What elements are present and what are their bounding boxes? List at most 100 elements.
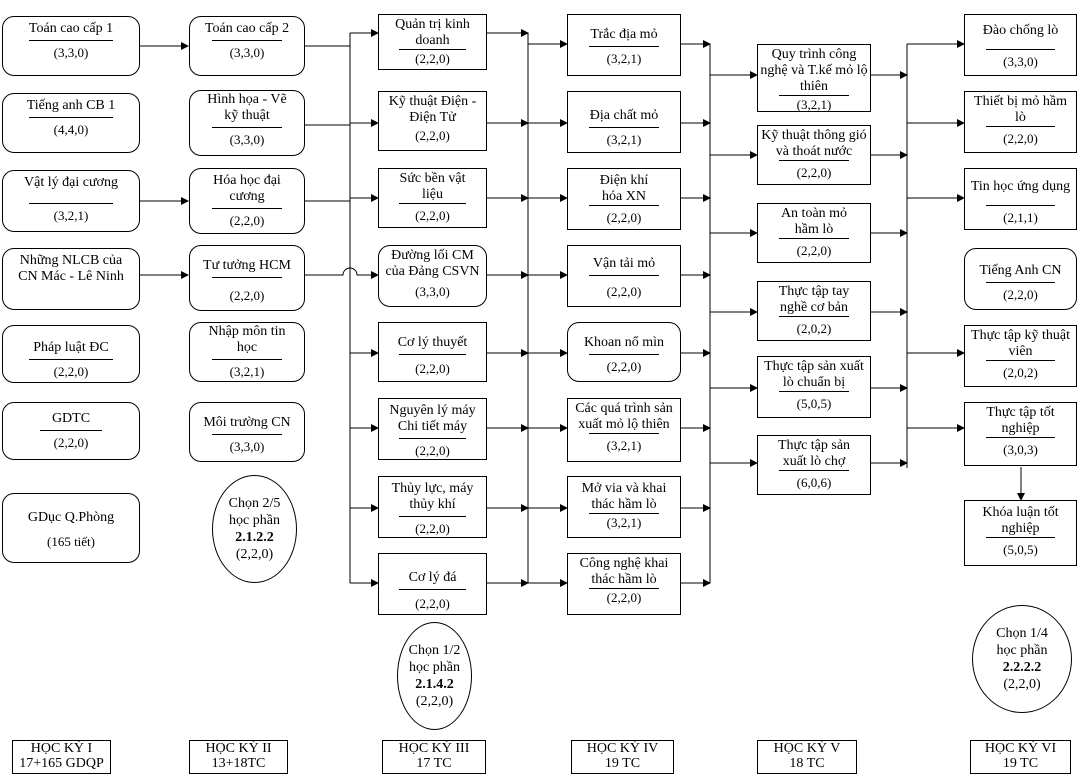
course-credits: (2,2,0) bbox=[606, 359, 642, 374]
elective-code: 2.1.2.2 bbox=[235, 530, 274, 545]
semester-title: HỌC KỲ V bbox=[773, 741, 841, 756]
course-credits: (2,2,0) bbox=[415, 208, 450, 223]
elective-line1: Chọn 1/4 bbox=[996, 626, 1048, 641]
course-cong-nghe-khai-thac-ham-lo: Công nghệ khai thác hầm lò (2,2,0) bbox=[567, 553, 681, 615]
course-hoa-hoc-dai-cuong: Hóa học đại cương (2,2,0) bbox=[189, 168, 305, 234]
course-tu-tuong-hcm: Tư tưởng HCM (2,2,0) bbox=[189, 245, 305, 311]
course-credits: (4,4,0) bbox=[53, 122, 89, 137]
course-thuc-tap-lo-cho: Thực tập sản xuất lò chợ (6,0,6) bbox=[757, 435, 871, 495]
course-credits: (2,2,0) bbox=[606, 284, 642, 299]
course-name: Thực tập kỹ thuật viên bbox=[971, 328, 1070, 359]
elective-group-2-1-2-2: Chọn 2/5 học phần 2.1.2.2 (2,2,0) bbox=[212, 475, 297, 583]
course-qua-trinh-san-xuat-lo-thien: Các quá trình sản xuất mỏ lộ thiên (3,2,… bbox=[567, 398, 681, 462]
course-name: Vận tải mỏ bbox=[592, 256, 656, 271]
semester-label-2: HỌC KỲ II 13+18TC bbox=[189, 740, 288, 774]
semester-title: HỌC KỲ IV bbox=[586, 741, 659, 756]
course-phap-luat-dc: Pháp luật ĐC (2,2,0) bbox=[2, 325, 140, 383]
course-name: Những NLCB của CN Mác - Lê Ninh bbox=[18, 253, 124, 284]
course-name: Trắc địa mỏ bbox=[590, 27, 658, 42]
course-dien-khi-hoa-xn: Điện khí hóa XN (2,2,0) bbox=[567, 168, 681, 230]
course-name: Các quá trình sản xuất mỏ lộ thiên bbox=[575, 401, 673, 432]
course-credits: (3,3,0) bbox=[229, 132, 265, 147]
elective-line1: Chọn 2/5 bbox=[228, 496, 281, 511]
course-duong-loi-cm: Đường lối CM của Đảng CSVN (3,3,0) bbox=[378, 245, 487, 307]
elective-code: 2.2.2.2 bbox=[1002, 660, 1042, 675]
course-name: Điện khí hóa XN bbox=[599, 173, 649, 204]
course-thuc-tap-tot-nghiep: Thực tập tốt nghiệp (3,0,3) bbox=[964, 402, 1077, 466]
course-name: Khoan nổ mìn bbox=[583, 335, 665, 350]
course-toan-cao-cap-2: Toán cao cấp 2 (3,3,0) bbox=[189, 16, 305, 76]
course-credits: (3,3,0) bbox=[1003, 54, 1038, 69]
semester-label-5: HỌC KỲ V 18 TC bbox=[757, 740, 857, 774]
course-name: Thực tập sản xuất lò chợ bbox=[777, 438, 851, 469]
course-name: GDục Q.Phòng bbox=[27, 510, 115, 525]
course-name: Tiếng Anh CN bbox=[979, 263, 1062, 278]
course-credits: (3,2,1) bbox=[53, 208, 89, 223]
course-moi-truong-cn: Môi trường CN (3,3,0) bbox=[189, 402, 305, 462]
semester-credits: 18 TC bbox=[789, 756, 825, 771]
course-thuy-luc-may-thuy-khi: Thủy lực, máy thủy khí (2,2,0) bbox=[378, 476, 487, 538]
course-tieng-anh-cb-1: Tiếng anh CB 1 (4,4,0) bbox=[2, 93, 140, 153]
course-name: Mở via và khai thác hầm lò bbox=[581, 481, 667, 512]
course-name: Tin học ứng dụng bbox=[970, 179, 1071, 194]
course-name: Thủy lực, máy thủy khí bbox=[391, 481, 474, 512]
semester-label-3: HỌC KỲ III 17 TC bbox=[382, 740, 486, 774]
course-name: An toàn mỏ hầm lò bbox=[780, 206, 848, 237]
course-nhap-mon-tin-hoc: Nhập môn tin học (3,2,1) bbox=[189, 322, 305, 382]
course-nguyen-ly-may: Nguyên lý máy Chi tiết máy (2,2,0) bbox=[378, 398, 487, 460]
course-an-toan-mo-ham-lo: An toàn mỏ hầm lò (2,2,0) bbox=[757, 203, 871, 263]
course-name: Toán cao cấp 1 bbox=[28, 21, 114, 36]
course-trac-dia-mo: Trắc địa mỏ (3,2,1) bbox=[567, 14, 681, 76]
semester-credits: 19 TC bbox=[604, 756, 641, 771]
course-credits: (3,2,1) bbox=[606, 438, 642, 453]
course-credits: (3,2,1) bbox=[229, 364, 265, 379]
course-name: Quản trị kinh doanh bbox=[395, 17, 470, 48]
course-name: Công nghệ khai thác hầm lò bbox=[579, 556, 669, 587]
course-name: Thực tập tốt nghiệp bbox=[986, 405, 1055, 436]
course-khoan-no-min: Khoan nổ mìn (2,2,0) bbox=[567, 322, 681, 382]
course-co-ly-thuyet: Cơ lý thuyết (2,2,0) bbox=[378, 322, 487, 382]
course-name: Cơ lý đá bbox=[408, 570, 457, 585]
semester-label-1: HỌC KỲ I 17+165 GDQP bbox=[12, 740, 111, 774]
course-name: Đường lối CM của Đảng CSVN bbox=[385, 248, 480, 279]
semester-credits: 17+165 GDQP bbox=[19, 756, 104, 771]
course-credits: (3,3,0) bbox=[229, 45, 265, 60]
semester-label-6: HỌC KỲ VI 19 TC bbox=[970, 740, 1071, 774]
course-name: Địa chất mỏ bbox=[589, 108, 659, 123]
course-credits: (2,2,0) bbox=[229, 213, 265, 228]
course-credits: (5,0,5) bbox=[796, 396, 832, 411]
course-name: Thực tập tay nghề cơ bản bbox=[778, 284, 850, 315]
elective-group-2-2-2-2: Chọn 1/4 học phần 2.2.2.2 (2,2,0) bbox=[972, 605, 1072, 713]
course-quan-tri-kinh-doanh: Quản trị kinh doanh (2,2,0) bbox=[378, 14, 487, 70]
course-name: Tư tưởng HCM bbox=[203, 258, 291, 273]
course-credits: (2,2,0) bbox=[229, 288, 265, 303]
course-credits: (6,0,6) bbox=[796, 475, 832, 490]
course-credits: (2,2,0) bbox=[415, 51, 450, 66]
course-credits: (2,2,0) bbox=[1003, 287, 1038, 302]
course-nlcb-mac-le-ninh: Những NLCB của CN Mác - Lê Ninh bbox=[2, 248, 140, 310]
semester-title: HỌC KỲ I bbox=[30, 741, 93, 756]
course-gdtc: GDTC (2,2,0) bbox=[2, 402, 140, 460]
course-credits: (2,2,0) bbox=[53, 364, 89, 379]
elective-line2: học phần bbox=[996, 643, 1048, 658]
elective-credits: (2,2,0) bbox=[235, 547, 274, 562]
semester-title: HỌC KỲ III bbox=[398, 741, 470, 756]
elective-line1: Chọn 1/2 bbox=[408, 643, 461, 658]
course-name: Môi trường CN bbox=[203, 415, 291, 430]
elective-credits: (2,2,0) bbox=[1003, 677, 1041, 692]
course-khoa-luan-tot-nghiep: Khóa luận tốt nghiệp (5,0,5) bbox=[964, 500, 1077, 566]
course-credits: (2,2,0) bbox=[415, 521, 450, 536]
course-credits: (2,0,2) bbox=[1003, 365, 1038, 380]
course-van-tai-mo: Vận tải mỏ (2,2,0) bbox=[567, 245, 681, 307]
course-thong-gio-thoat-nuoc: Kỹ thuật thông gió và thoát nước (2,2,0) bbox=[757, 125, 871, 185]
course-credits: (2,2,0) bbox=[606, 210, 642, 225]
course-dia-chat-mo: Địa chất mỏ (3,2,1) bbox=[567, 91, 681, 153]
course-credits: (2,2,0) bbox=[796, 165, 832, 180]
semester-label-4: HỌC KỲ IV 19 TC bbox=[571, 740, 674, 774]
course-name: Thực tập sản xuất lò chuẩn bị bbox=[764, 359, 864, 390]
course-credits: (2,0,2) bbox=[796, 321, 832, 336]
course-credits: (5,0,5) bbox=[1003, 542, 1038, 557]
course-co-ly-da: Cơ lý đá (2,2,0) bbox=[378, 553, 487, 615]
course-name: Kỹ thuật thông gió và thoát nước bbox=[761, 128, 867, 159]
